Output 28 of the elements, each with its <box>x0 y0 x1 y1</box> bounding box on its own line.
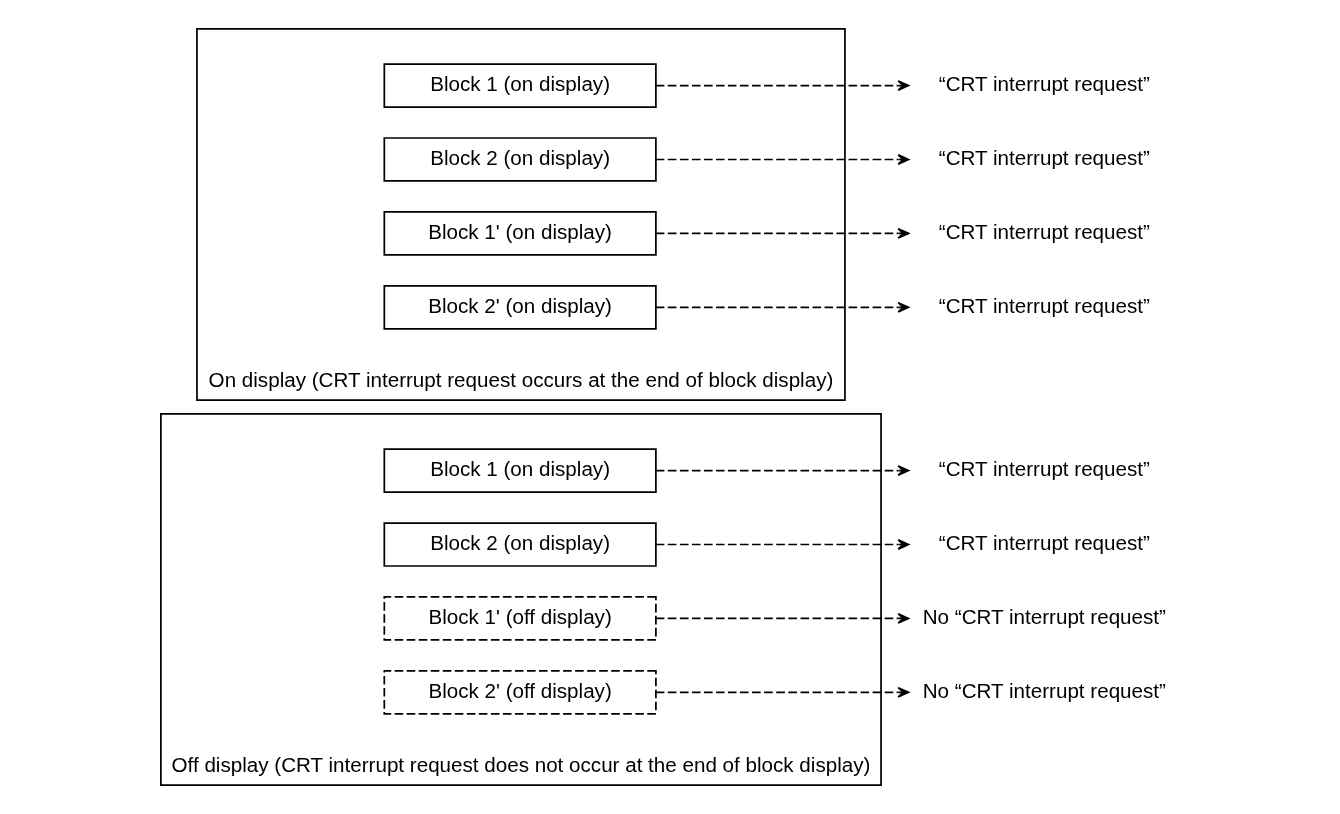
node-box: Block 2 (on display) <box>382 137 657 182</box>
arrow <box>654 301 909 313</box>
node-text: “CRT interrupt request” <box>938 219 1150 243</box>
node-box: Block 2' (on display) <box>382 284 657 330</box>
node-label: Off display (CRT interrupt request does not occur at the end of block display) <box>171 753 870 777</box>
node-box: Block 2 (on display) <box>382 522 657 567</box>
node-box: Block 1' (off display) <box>382 596 657 641</box>
cluster <box>159 413 882 786</box>
node-text: “CRT interrupt request” <box>938 456 1150 480</box>
arrow <box>654 227 909 239</box>
node-box: Block 1 (on display) <box>382 448 657 493</box>
cluster <box>195 28 846 401</box>
node-text: No “CRT interrupt request” <box>922 604 1166 628</box>
node-box: Block 1 (on display) <box>382 63 657 108</box>
node-text: “CRT interrupt request” <box>938 293 1150 317</box>
arrow <box>654 154 909 165</box>
node-label: On display (CRT interrupt request occurs at the end of block display) <box>208 368 833 392</box>
node-box: Block 2' (off display) <box>382 670 657 715</box>
arrow <box>654 686 909 698</box>
arrow <box>654 612 909 624</box>
node-box: Block 1' (on display) <box>382 211 657 256</box>
node-text: “CRT interrupt request” <box>938 71 1150 95</box>
node-text: “CRT interrupt request” <box>938 145 1150 169</box>
arrow <box>654 80 909 92</box>
node-text: No “CRT interrupt request” <box>922 678 1166 702</box>
node-text: “CRT interrupt request” <box>938 530 1150 554</box>
arrow <box>654 465 909 477</box>
arrow <box>654 539 909 550</box>
